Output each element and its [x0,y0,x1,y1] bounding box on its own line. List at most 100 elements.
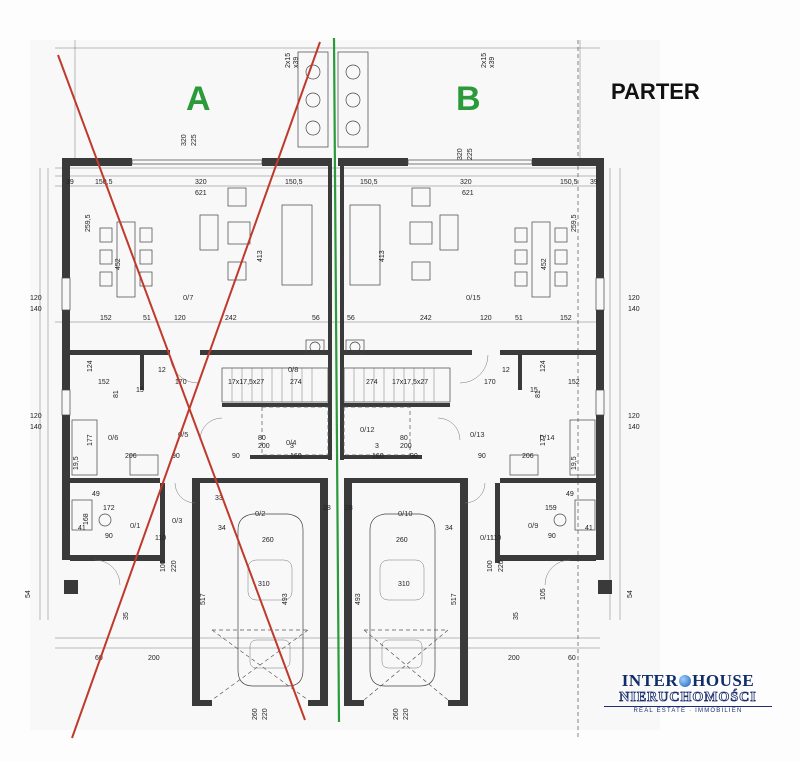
dim-260-bottom-a: 260 [252,708,259,720]
dim-310-b: 310 [398,581,410,588]
dim-150-5-a2: 150,5 [285,179,303,186]
globe-icon [679,675,692,687]
room-0-11: 0/11 [480,533,494,542]
dim-152-b: 152 [560,315,572,322]
dim-206-b: 206 [522,453,534,460]
dim-621-b: 621 [462,190,474,197]
dim-34-a: 34 [218,525,226,532]
dim-35-a: 35 [123,612,130,620]
dim-35-b: 35 [513,612,520,620]
dim-220-a: 220 [171,560,178,572]
dim-168-a: 168 [83,513,90,525]
dim-105-b: 105 [540,588,547,600]
dim-19-5-a: 19,5 [73,456,80,470]
room-0-2: 0/2 [255,509,265,518]
dim-200-a: 200 [258,443,270,450]
dim-90-a2: 90 [232,453,240,460]
dim-150-5-b: 150,5 [360,179,378,186]
room-0-7: 0/7 [183,293,193,302]
dim-56-b: 56 [347,315,355,322]
room-0-12: 0/12 [360,425,375,434]
dim-320-b: 320 [460,179,472,186]
room-0-10: 0/10 [398,509,413,518]
dim-28-b: 28 [345,505,353,512]
logo-brand-inter: INTER [621,671,679,690]
dim-320-a: 320 [195,179,207,186]
dim-x39-b: x39 [489,57,496,68]
dim-120-left-2: 120 [30,413,42,420]
dim-260-b: 260 [396,537,408,544]
dim-124-a: 124 [87,360,94,372]
dim-17x-b: 17x17,5x27 [392,379,428,386]
dimension-labels: 150,5 320 150,5 150,5 320 150,5 621 621 … [25,53,640,720]
dim-242-a: 242 [225,315,237,322]
dim-51-a: 51 [143,315,151,322]
dim-150-5-b2: 150,5 [560,179,578,186]
dim-140-right-2: 140 [628,424,640,431]
dim-80-a: 80 [258,435,266,442]
room-0-3: 0/3 [172,516,182,525]
dim-120-left: 120 [30,295,42,302]
dim-170-a: 170 [175,379,187,386]
dim-200-bottom-b: 200 [508,655,520,662]
dim-100-b: 100 [487,560,494,572]
dim-80-b: 80 [400,435,408,442]
dim-260-bottom-b: 260 [393,708,400,720]
dim-150-5-a: 150,5 [95,179,113,186]
dim-220-bottom-a: 220 [262,708,269,720]
dim-517-a: 517 [200,593,207,605]
stairs [221,367,451,456]
dim-225-top-a: 225 [191,134,198,146]
dim-3-a: 3 [290,443,294,450]
dim-41-a: 41 [78,525,86,532]
dim-140-right: 140 [628,306,640,313]
dim-177-a: 177 [87,434,94,446]
logo-subtitle: NIERUCHOMOŚCI [619,690,757,706]
dim-49-a: 49 [92,491,100,498]
unit-label-a: A [186,80,211,118]
dim-56-a: 56 [312,315,320,322]
dim-452-a: 452 [115,258,122,270]
terrace-paving [297,51,369,148]
dim-259-5-b: 259,5 [571,214,578,232]
dim-120-b: 120 [480,315,492,322]
dim-54-right: 54 [627,590,634,598]
dim-124-b: 124 [540,360,547,372]
dim-x39-a: x39 [293,57,300,68]
dim-60-b: 60 [568,655,576,662]
room-labels: 0/7 0/15 0/5 0/13 0/6 0/14 0/4 0/12 0/3 … [108,293,555,542]
dim-120-right-2: 120 [628,413,640,420]
dim-41-b: 41 [585,525,593,532]
room-0-15: 0/15 [466,293,481,302]
dim-3-b: 3 [375,443,379,450]
dim-90-b: 90 [478,453,486,460]
room-0-14: 0/14 [540,433,555,442]
dim-15-a: 15 [136,387,144,394]
dim-200-b: 200 [400,443,412,450]
windows [61,159,605,416]
walls [62,158,612,706]
dim-54-left: 54 [25,590,32,598]
room-0-13: 0/13 [470,430,485,439]
dim-220-bottom-b: 220 [403,708,410,720]
unit-a-crossout [57,41,321,739]
dim-152-b2: 152 [568,379,580,386]
dim-274-b: 274 [366,379,378,386]
dim-110-b: 110 [490,535,501,542]
dim-34-b: 34 [445,525,453,532]
dim-206-a: 206 [125,453,137,460]
dim-493-b: 493 [355,593,362,605]
dim-260-a: 260 [262,537,274,544]
dim-110-a: 110 [155,535,166,542]
dim-177-b: 177 [540,434,547,446]
dim-242-b: 242 [420,315,432,322]
room-0-9: 0/9 [528,521,538,530]
dim-220-b: 220 [498,560,505,572]
dim-170-b: 170 [484,379,496,386]
dim-159-b: 159 [545,505,557,512]
unit-label-b: B [456,80,481,118]
dim-172-a: 172 [103,505,115,512]
dim-49-b: 49 [566,491,574,498]
dim-120-a: 120 [174,315,186,322]
